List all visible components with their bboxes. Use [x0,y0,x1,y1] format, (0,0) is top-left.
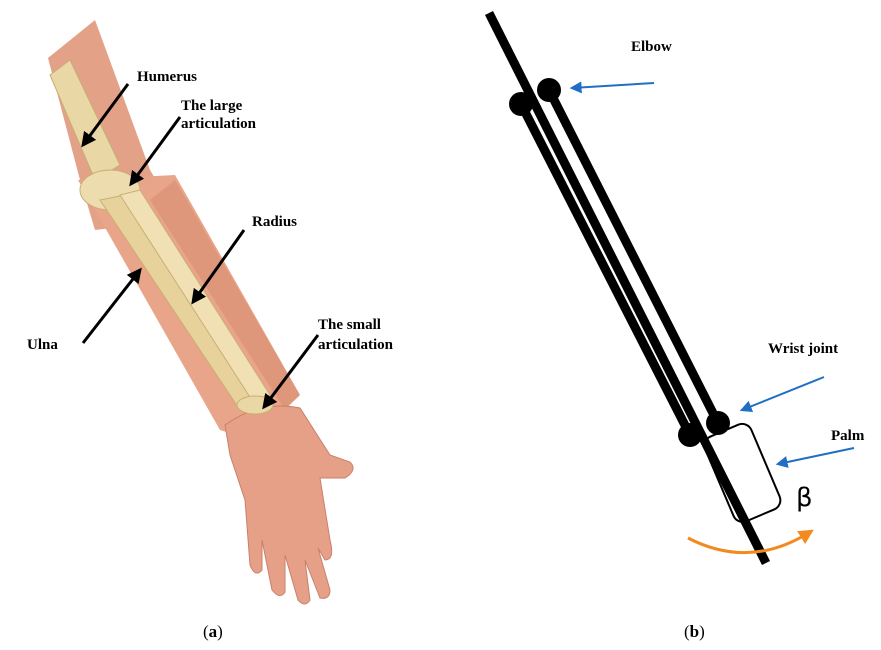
ulna-line [521,104,690,435]
label-large-articulation-line1: The large [181,97,242,116]
wrist-joint-right [706,411,730,435]
ulna-arrow [83,270,140,343]
label-elbow: Elbow [631,38,672,57]
label-ulna: Ulna [27,336,58,355]
label-beta: β [796,483,813,513]
elbow-joint-left [509,92,533,116]
wrist-bones [237,396,273,414]
elbow-arrow [572,83,654,88]
radius-line [489,13,766,563]
hand [225,406,353,604]
label-radius: Radius [252,213,297,232]
label-palm: Palm [831,427,864,446]
caption-b: (b) [684,622,705,642]
schematic [489,13,854,563]
elbow-joint-right [537,78,561,102]
wrist-joint-left [678,423,702,447]
wrist-joint-arrow [742,377,824,410]
caption-a-letter: a [209,622,218,641]
label-small-articulation-line2: articulation [318,336,393,355]
label-wrist-joint: Wrist joint [768,340,838,359]
caption-b-letter: b [690,622,699,641]
inner-line [549,90,718,423]
palm-arrow [778,448,854,464]
label-large-articulation-line2: articulation [181,115,256,134]
label-small-articulation-line1: The small [318,316,381,335]
caption-a: (a) [203,622,223,642]
label-humerus: Humerus [137,68,197,87]
